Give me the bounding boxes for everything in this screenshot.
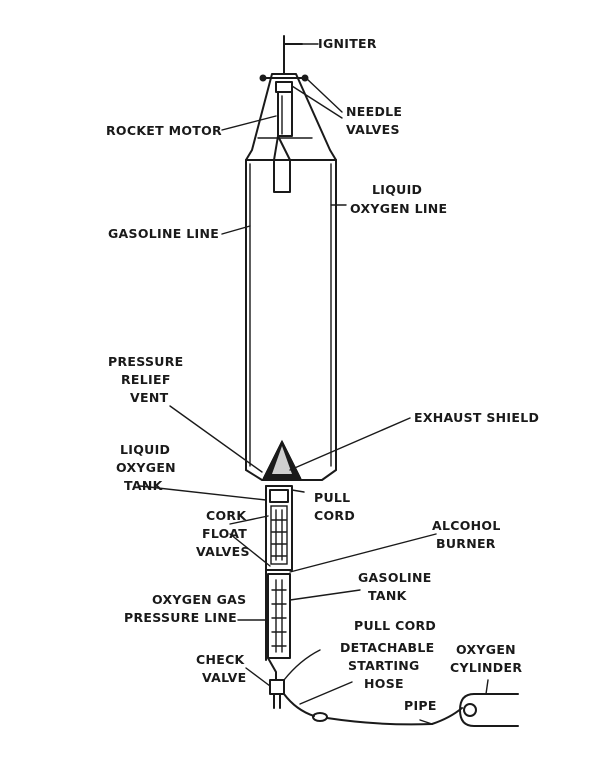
pipe-label: PIPE xyxy=(404,698,437,713)
oxygen-gas-pressure-line-label-line2: PRESSURE LINE xyxy=(124,610,237,625)
oxygen-gas-pressure-line xyxy=(265,485,277,681)
pressure-relief-vent-label-line2: RELIEF xyxy=(121,372,171,387)
oxygen-cylinder-label-line2: CYLINDER xyxy=(450,660,522,675)
alcohol-burner-label-line2: BURNER xyxy=(436,536,496,551)
oxygen-cylinder-label-line1: OXYGEN xyxy=(456,642,516,657)
igniter-label: IGNITER xyxy=(318,36,377,51)
needle-valves-label-line1: NEEDLE xyxy=(346,104,402,119)
leader-lines xyxy=(139,43,489,725)
liquid-oxygen-tank-label-line3: TANK xyxy=(124,478,164,493)
detachable-starting-hose-label-line3: HOSE xyxy=(364,676,404,691)
needle-valves-label-line2: VALVES xyxy=(346,122,400,137)
check-valve-label-line2: VALVE xyxy=(202,670,246,685)
exhaust-shield-label: EXHAUST SHIELD xyxy=(414,410,539,425)
gasoline-tank xyxy=(267,573,291,659)
body-lines xyxy=(249,163,332,467)
gasoline-line-label: GASOLINE LINE xyxy=(108,226,219,241)
liquid-oxygen-tank-label-line1: LIQUID xyxy=(120,442,170,457)
pull-cord-upper-label-line2: CORD xyxy=(314,508,355,523)
cork-float-valves-label-line3: VALVES xyxy=(196,544,250,559)
liquid-oxygen-line-label-line2: OXYGEN LINE xyxy=(350,201,447,216)
pressure-relief-vent-label-line3: VENT xyxy=(130,390,169,405)
detachable-starting-hose-label-line1: DETACHABLE xyxy=(340,640,435,655)
liquid-oxygen-tank xyxy=(265,485,293,571)
check-valve-label-line1: CHECK xyxy=(196,652,246,667)
check-valve xyxy=(269,679,285,709)
igniter-rod xyxy=(283,35,303,75)
cork-float-valves-label-line1: CORK xyxy=(206,508,247,523)
detachable-starting-hose-label-line2: STARTING xyxy=(348,658,420,673)
liquid-oxygen-tank-label-line2: OXYGEN xyxy=(116,460,176,475)
rocket-motor-label: ROCKET MOTOR xyxy=(106,123,222,138)
liquid-oxygen-line-label-line1: LIQUID xyxy=(372,182,422,197)
rocket-motor xyxy=(273,91,293,193)
alcohol-burner-label-line1: ALCOHOL xyxy=(432,518,501,533)
oxygen-cylinder xyxy=(459,693,519,727)
gasoline-tank-label-line2: TANK xyxy=(368,588,408,603)
exhaust-shield xyxy=(262,439,302,479)
pull-cord-upper-label-line1: PULL xyxy=(314,490,350,505)
cork-float-valves-label-line2: FLOAT xyxy=(202,526,247,541)
main-body xyxy=(245,159,337,481)
pressure-relief-vent-label-line1: PRESSURE xyxy=(108,354,183,369)
oxygen-gas-pressure-line-label-line1: OXYGEN GAS xyxy=(152,592,246,607)
pull-cords xyxy=(283,489,321,681)
pull-cord-lower-label: PULL CORD xyxy=(354,618,436,633)
gasoline-tank-label-line1: GASOLINE xyxy=(358,570,432,585)
